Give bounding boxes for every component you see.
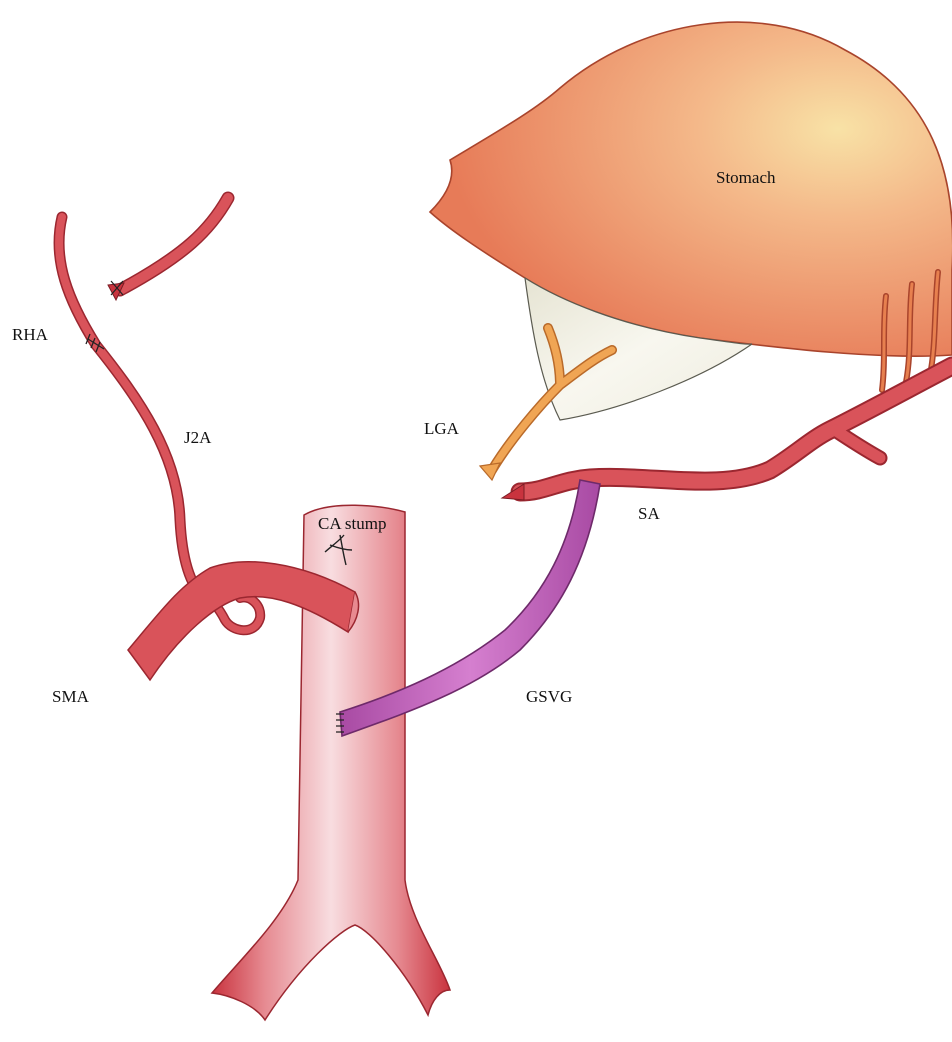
label-gsvg: GSVG bbox=[526, 687, 572, 706]
label-lga: LGA bbox=[424, 419, 460, 438]
label-rha: RHA bbox=[12, 325, 49, 344]
rha-j2a-vessel bbox=[59, 217, 204, 598]
label-j2a: J2A bbox=[184, 428, 212, 447]
label-ca-stump: CA stump bbox=[318, 514, 387, 533]
label-sma: SMA bbox=[52, 687, 90, 706]
stomach-body bbox=[430, 22, 952, 356]
lga-ligated-stump bbox=[480, 463, 500, 480]
hepatic-artery-stump-segment bbox=[108, 198, 228, 300]
label-sa: SA bbox=[638, 504, 660, 523]
label-stomach: Stomach bbox=[716, 168, 776, 187]
stomach bbox=[430, 22, 952, 420]
